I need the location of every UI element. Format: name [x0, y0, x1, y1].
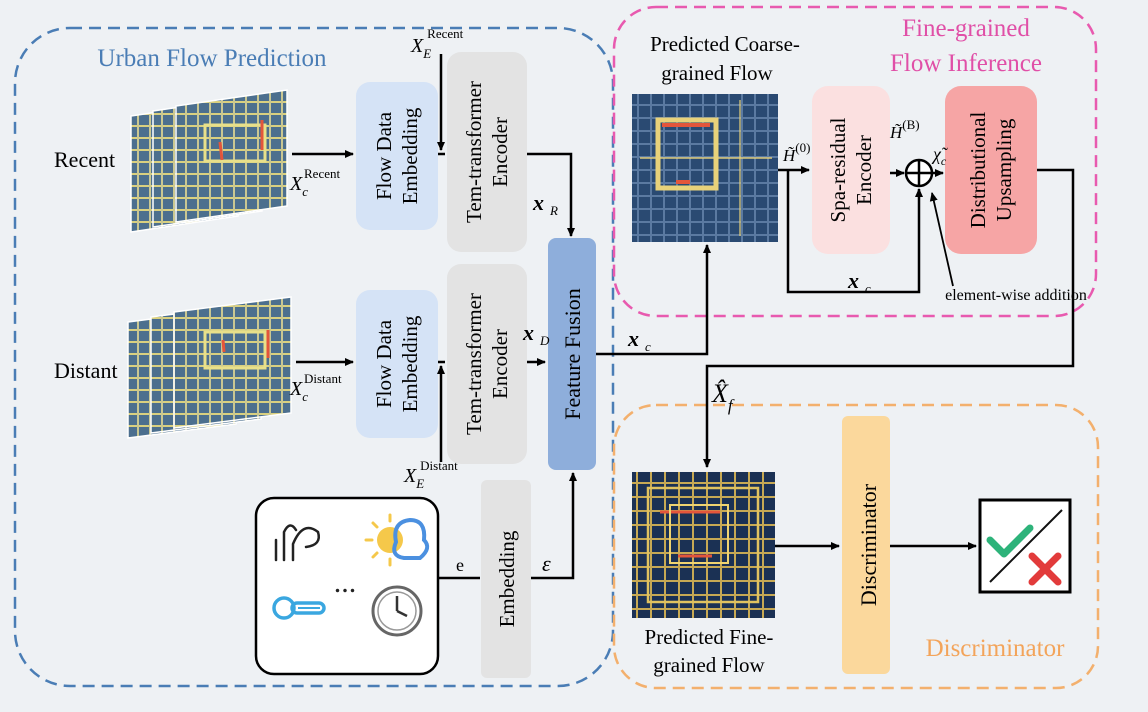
- upsampling-line1: Distributional: [966, 112, 990, 229]
- flow-embedding-recent-line1: Flow Data: [372, 111, 396, 200]
- fine-flow-label-line1: Predicted Fine-: [645, 625, 774, 649]
- h-b-label: H̃(B): [889, 117, 920, 142]
- x-c-distant-label: XcDistant: [289, 371, 342, 404]
- fine-flow-label-line2: grained Flow: [653, 653, 765, 677]
- thermometer-icon: [272, 596, 326, 620]
- coarse-flow-map: [632, 94, 778, 242]
- flow-embedding-distant-line1: Flow Data: [372, 319, 396, 408]
- external-embedding-label: Embedding: [495, 530, 519, 627]
- discriminator-region-title: Discriminator: [926, 635, 1066, 662]
- spa-encoder-line1: Spa-residual: [826, 117, 850, 222]
- distant-flow-map-stack: [127, 296, 292, 439]
- fine-grained-title-line2: Flow Inference: [890, 50, 1042, 77]
- distant-label: Distant: [54, 358, 118, 383]
- urban-flow-prediction-title: Urban Flow Prediction: [97, 45, 327, 72]
- x-e-recent-label: XERecent: [410, 26, 464, 61]
- encoder-recent-line1: Tem-transformer: [462, 81, 486, 223]
- feature-fusion-label: Feature Fusion: [560, 288, 585, 419]
- encoder-distant-line2: Encoder: [488, 329, 512, 399]
- fine-flow-map: [632, 472, 775, 618]
- recent-flow-map-stack: [130, 89, 288, 233]
- discriminator-label: Discriminator: [856, 483, 881, 606]
- fine-grained-title-line1: Fine-grained: [902, 15, 1030, 42]
- upsampling-line2: Upsampling: [992, 118, 1016, 221]
- feature-fusion-block: [548, 238, 596, 470]
- x-c-recent-label: XcRecent: [289, 166, 340, 199]
- flow-embedding-distant-line2: Embedding: [398, 315, 422, 412]
- x-hat-f-label: X̂f: [711, 379, 735, 415]
- check-cross-icon: [978, 498, 1072, 594]
- encoder-distant-line1: Tem-transformer: [462, 293, 486, 435]
- coarse-flow-label-line2: grained Flow: [661, 61, 773, 85]
- tem-transformer-encoder-recent: [447, 52, 527, 252]
- element-wise-addition-operator: [904, 158, 934, 188]
- coarse-flow-label-line1: Predicted Coarse-: [650, 32, 800, 56]
- encoder-recent-line2: Encoder: [488, 117, 512, 187]
- clock-icon: [371, 585, 423, 637]
- tem-transformer-encoder-distant: [447, 264, 527, 464]
- h-0-label: H̃(0): [782, 140, 810, 165]
- flow-data-embedding-block-distant: [356, 290, 438, 438]
- spa-encoder-line2: Encoder: [852, 135, 876, 205]
- distributional-upsampling-block: [945, 86, 1037, 254]
- recent-label: Recent: [54, 147, 115, 172]
- fine-grained-inference-region: [612, 5, 1098, 318]
- e-label: e: [456, 555, 464, 575]
- discriminator-block: [842, 416, 890, 674]
- flow-data-embedding-block-recent: [356, 82, 438, 230]
- connectors: [292, 54, 1075, 580]
- element-wise-addition-label: element-wise addition: [945, 287, 1087, 304]
- wind-icon: [274, 524, 320, 562]
- external-embedding-block: [481, 480, 531, 678]
- weather-sun-cloud-icon: [364, 513, 430, 567]
- spa-residual-encoder-block: [812, 86, 890, 254]
- more-factors-ellipsis: ...: [334, 566, 357, 599]
- flow-embedding-recent-line2: Embedding: [398, 107, 422, 204]
- urban-flow-prediction-region: [13, 26, 615, 688]
- epsilon-label: ε: [542, 551, 551, 576]
- discriminator-region: [612, 403, 1100, 690]
- x-e-distant-label: XEDistant: [403, 458, 458, 491]
